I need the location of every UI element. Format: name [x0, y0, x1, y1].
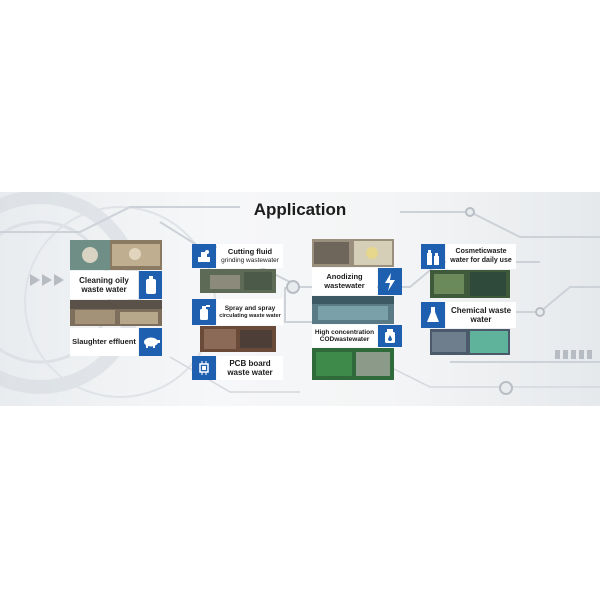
spray-line1: Spray and spray: [224, 305, 276, 313]
chemical-line2: water: [470, 315, 492, 324]
cosmetic-line1: Cosmeticwaste: [455, 248, 507, 256]
cleaning-oily-line2: waste water: [81, 285, 127, 294]
chip-icon: [192, 356, 216, 380]
spray-bottle-icon: [192, 299, 216, 325]
application-banner: Application Cleaning oily waste water Sl…: [0, 192, 600, 406]
cleaning-oily-line1: Cleaning oily: [79, 275, 129, 285]
cod-photo: [312, 348, 394, 380]
cleaning-oily-photo: [70, 240, 162, 270]
spray-line2: circulating waste water: [219, 312, 281, 319]
spray-label: Spray and spray circulating waste water: [217, 299, 283, 325]
chemical-line1: Chemical waste: [450, 305, 512, 315]
cod-line1: High concentration: [314, 328, 375, 336]
cleaning-oily-label: Cleaning oily waste water: [70, 271, 138, 299]
anodizing-line2: wastewater: [324, 280, 365, 290]
pcb-label: PCB board waste water: [217, 356, 283, 380]
anodizing-photo-2: [312, 296, 394, 324]
slaughter-label: Slaughter effluent: [70, 328, 138, 356]
cutting-fluid-line2: grinding wastewater: [221, 256, 279, 264]
anodizing-label: Anodizing wastewater: [312, 268, 377, 295]
cod-label: High concentration CODwastewater: [312, 325, 377, 347]
page-title: Application: [253, 200, 347, 219]
anodizing-photo: [312, 239, 394, 267]
chemical-photo: [430, 329, 510, 355]
flask-icon: [421, 302, 445, 328]
chemical-label: Chemical waste water: [446, 302, 516, 328]
cosmetic-photo: [430, 270, 510, 298]
oil-bottle-icon: [139, 271, 162, 299]
droplet-icon: [378, 325, 402, 347]
cutting-fluid-line1: Cutting fluid: [227, 246, 273, 256]
pcb-line1: PCB board: [229, 358, 271, 368]
cosmetics-icon: [421, 244, 445, 269]
slaughter-photo: [70, 300, 162, 326]
spray-photo: [200, 326, 276, 352]
anodizing-line1: Anodizing: [326, 271, 363, 281]
cosmetic-line2: water for daily use: [450, 256, 512, 264]
grinder-icon: [192, 244, 216, 268]
cutting-fluid-label: Cutting fluid grinding wastewater: [217, 244, 283, 268]
cod-line2: CODwastewater: [319, 336, 370, 343]
pig-icon: [139, 328, 162, 356]
pcb-line2: waste water: [227, 368, 273, 377]
lightning-icon: [378, 268, 402, 295]
cutting-fluid-photo: [200, 269, 276, 293]
slaughter-text: Slaughter effluent: [72, 336, 136, 346]
circuit-background: [0, 192, 600, 398]
cosmetic-label: Cosmeticwaste water for daily use: [446, 244, 516, 269]
